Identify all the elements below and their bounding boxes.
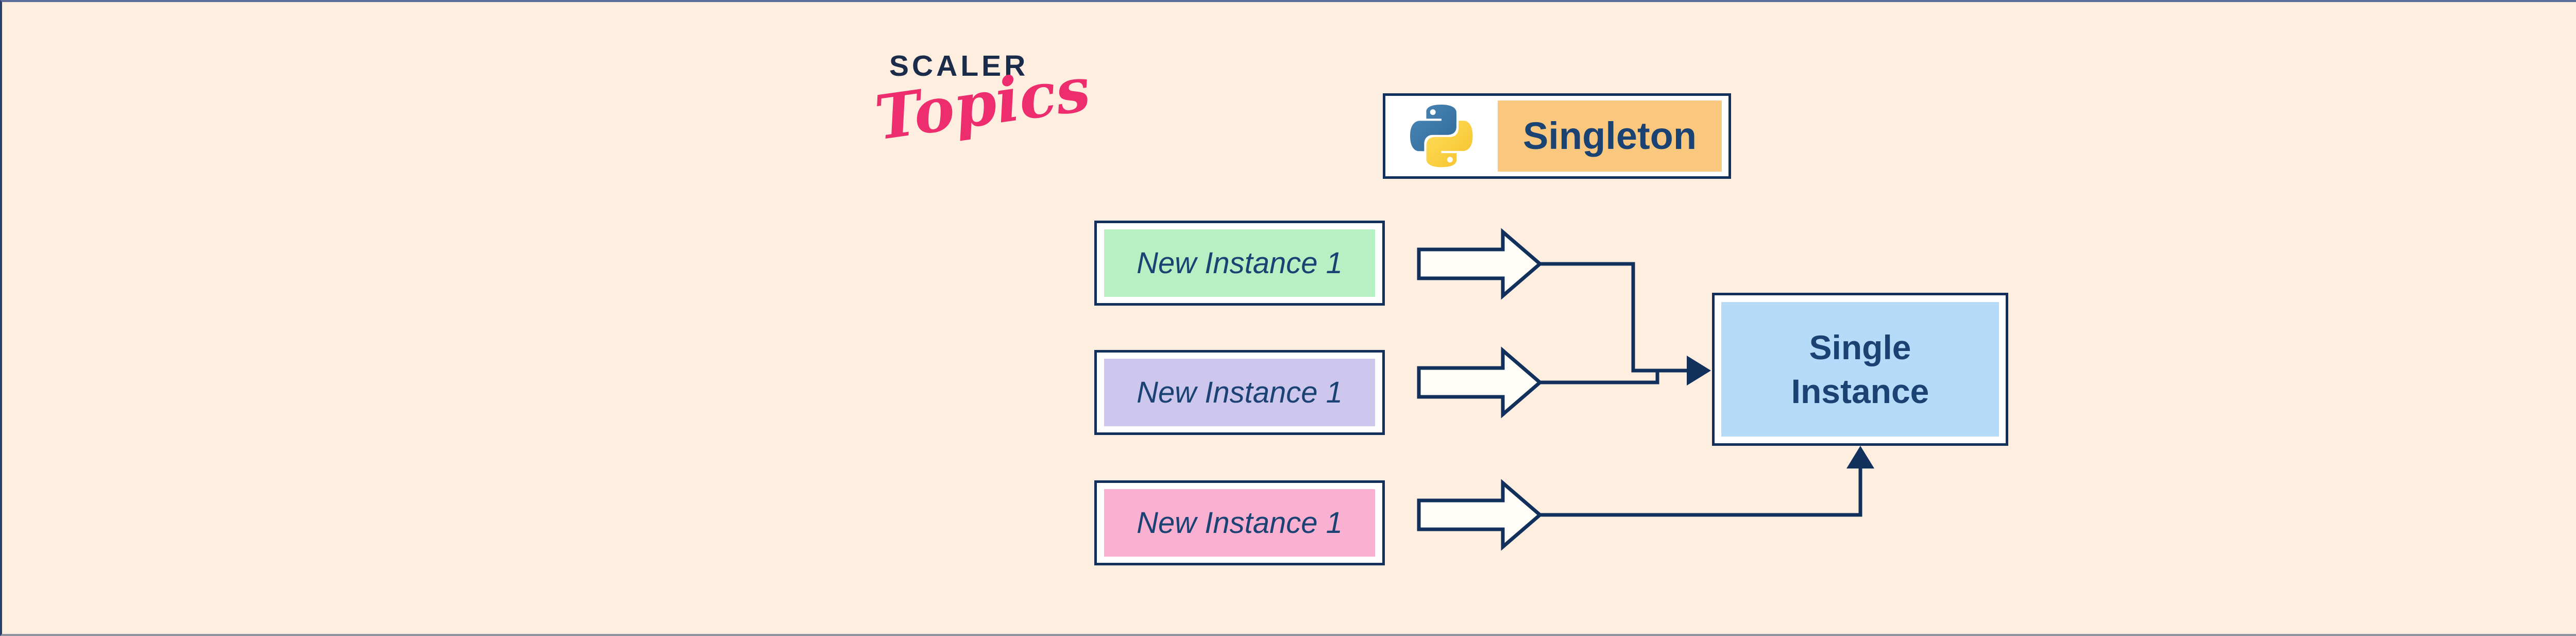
connector-line-1 xyxy=(1540,262,1688,373)
new-instance-box-2: New Instance 1 xyxy=(1094,350,1385,435)
single-instance-box: Single Instance xyxy=(1712,293,2008,446)
python-logo-icon xyxy=(1385,102,1498,170)
singleton-title: Singleton xyxy=(1522,114,1697,157)
arrowhead-icon-up xyxy=(1846,446,1874,468)
arrowhead-icon-left xyxy=(1687,356,1711,386)
single-instance-label-line1: Single xyxy=(1809,328,1911,367)
new-instance-fill-2: New Instance 1 xyxy=(1104,359,1375,426)
single-instance-label-line2: Instance xyxy=(1791,372,1929,410)
scaler-wordmark: SCALER xyxy=(889,49,1029,82)
scaler-topics-logo: SCALER Topics xyxy=(871,49,1178,175)
singleton-title-panel: Singleton xyxy=(1498,101,1722,172)
new-instance-box-3: New Instance 1 xyxy=(1094,480,1385,565)
new-instance-fill-3: New Instance 1 xyxy=(1104,489,1375,557)
new-instance-label-2: New Instance 1 xyxy=(1137,375,1343,409)
new-instance-box-1: New Instance 1 xyxy=(1094,221,1385,306)
block-arrow-icon-2 xyxy=(1417,346,1543,419)
connector-line-2 xyxy=(1540,371,1659,384)
new-instance-fill-1: New Instance 1 xyxy=(1104,229,1375,297)
single-instance-fill: Single Instance xyxy=(1721,302,1999,437)
connector-line-3 xyxy=(1540,467,1862,517)
block-arrow-icon-3 xyxy=(1417,479,1543,551)
singleton-header-badge: Singleton xyxy=(1383,93,1731,179)
block-arrow-icon-1 xyxy=(1417,228,1543,300)
new-instance-label-1: New Instance 1 xyxy=(1137,246,1343,280)
new-instance-label-3: New Instance 1 xyxy=(1137,506,1343,540)
